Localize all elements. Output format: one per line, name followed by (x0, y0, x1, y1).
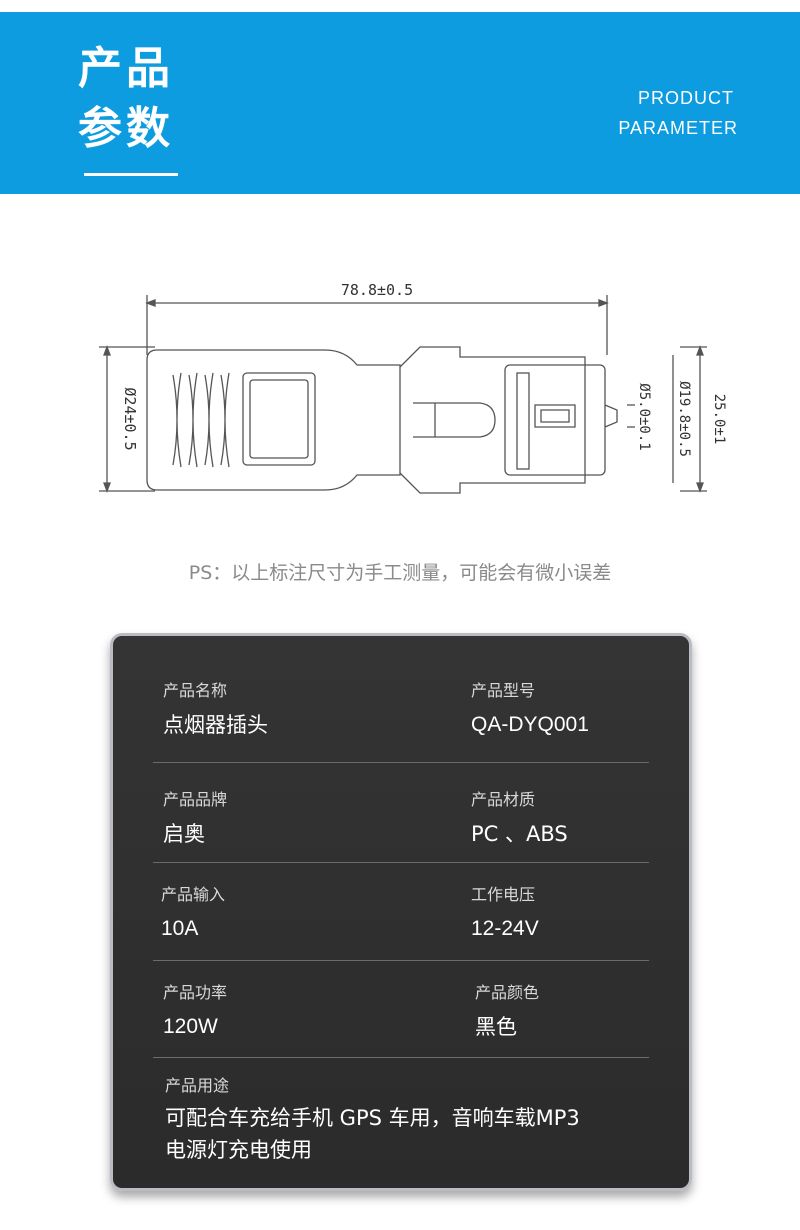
header-en-line2: PARAMETER (618, 118, 738, 138)
spec-cell-power: 产品功率 120W (163, 983, 227, 1041)
dim-height-label: 25.0±1 (711, 394, 727, 445)
spec-label: 产品名称 (163, 681, 228, 700)
dim-length-label: 78.8±0.5 (341, 281, 413, 299)
row-divider (153, 960, 649, 961)
spec-label: 产品型号 (471, 681, 536, 700)
spec-value: 12-24V (471, 917, 539, 940)
usage-line1: 可配合车充给手机 GPS 车用，音响车载MP3 (165, 1106, 580, 1130)
spec-cell-brand: 产品品牌 启奥 (163, 790, 227, 848)
spec-value: 启奥 (163, 822, 205, 846)
spec-value: 黑色 (475, 1015, 517, 1039)
spec-value: 120W (163, 1015, 218, 1038)
measurement-note: PS：以上标注尺寸为手工测量，可能会有微小误差 (188, 562, 612, 584)
spec-value: PC 、ABS (471, 822, 568, 846)
spec-label: 产品输入 (161, 885, 226, 904)
spec-cell-usage: 产品用途 可配合车充给手机 GPS 车用，音响车载MP3 电源灯充电使用 (165, 1076, 665, 1166)
usage-label: 产品用途 (165, 1076, 230, 1095)
header-title-line1: 产品 (78, 43, 174, 94)
dim-tip-inner-label: Ø5.0±0.1 (636, 383, 652, 450)
spec-value: QA-DYQ001 (471, 713, 589, 736)
spec-cell-name: 产品名称 点烟器插头 (163, 681, 268, 739)
dim-body-diameter-label: Ø24±0.5 (121, 387, 139, 450)
spec-value: 10A (161, 917, 199, 940)
product-dimension-drawing: 78.8±0.5 Ø24±0.5 Ø5.0±0.1 Ø19.8±0.5 25.0… (99, 281, 727, 494)
spec-card: 产品名称 点烟器插头 产品型号 QA-DYQ001 产品品牌 启奥 产品材质 P… (110, 633, 692, 1191)
spec-cell-material: 产品材质 PC 、ABS (471, 790, 568, 848)
row-divider (153, 1057, 649, 1058)
header-banner: 产品 参数 PRODUCT PARAMETER (0, 12, 800, 194)
dim-tip-diameter-label: Ø19.8±0.5 (676, 381, 692, 457)
spec-label: 产品颜色 (475, 983, 540, 1002)
usage-line2: 电源灯充电使用 (165, 1138, 312, 1162)
spec-label: 工作电压 (471, 885, 536, 904)
spec-cell-voltage: 工作电压 12-24V (471, 885, 539, 943)
spec-cell-color: 产品颜色 黑色 (475, 983, 539, 1041)
row-divider (153, 862, 649, 863)
spec-label: 产品材质 (471, 790, 536, 809)
header-title-line2: 参数 (78, 103, 174, 154)
spec-label: 产品功率 (163, 983, 228, 1002)
spec-label: 产品品牌 (163, 790, 228, 809)
row-divider (153, 762, 649, 763)
header-en-line1: PRODUCT (638, 88, 734, 108)
spec-value: 点烟器插头 (163, 713, 268, 737)
spec-cell-model: 产品型号 QA-DYQ001 (471, 681, 589, 739)
header-underline (84, 173, 178, 176)
spec-cell-input: 产品输入 10A (161, 885, 225, 943)
